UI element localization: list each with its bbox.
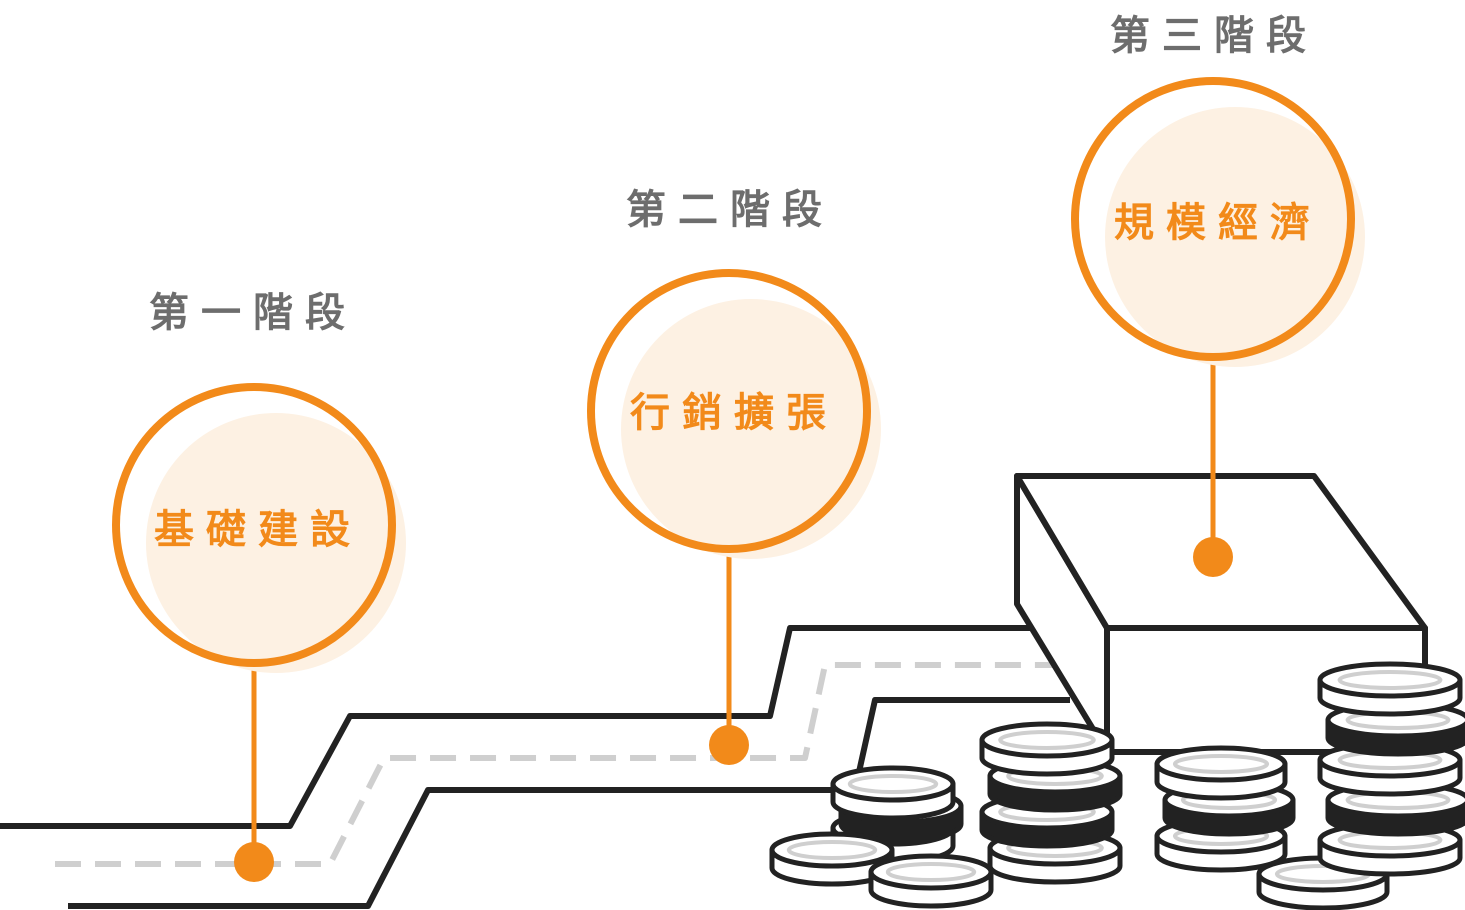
coin [868, 853, 994, 909]
stage-node-text-2: 行銷擴張 [630, 390, 838, 436]
road-center-dash [55, 662, 1055, 867]
coin-stacks [769, 661, 1465, 910]
stage-node-text-3: 規模經濟 [1114, 200, 1322, 246]
stage-node-text-1: 基礎建設 [154, 507, 362, 553]
node-shadow [146, 413, 406, 673]
node-shadow [621, 299, 881, 559]
stage-nodes [112, 77, 1365, 882]
road-bottom-edge [68, 697, 1070, 909]
coin [769, 831, 895, 887]
stage-node-1 [112, 383, 406, 882]
coin [1154, 745, 1288, 801]
coin [979, 721, 1115, 777]
road-illustration [0, 625, 1070, 909]
pin-dot [709, 725, 749, 765]
road-top-edge [0, 625, 1030, 829]
node-ring [112, 383, 396, 667]
pin-dot [1193, 537, 1233, 577]
coin [1256, 855, 1390, 910]
stage-label-2: 第二階段 [626, 187, 834, 233]
node-ring [1071, 77, 1355, 361]
stage-label-1: 第一階段 [149, 290, 357, 336]
stage-label-3: 第三階段 [1110, 13, 1318, 59]
node-shadow [1105, 107, 1365, 367]
stage-node-3 [1071, 77, 1365, 577]
stage-node-2 [587, 269, 881, 765]
coin [830, 765, 956, 821]
node-ring [587, 269, 871, 553]
pin-dot [234, 842, 274, 882]
coin [1317, 661, 1463, 717]
